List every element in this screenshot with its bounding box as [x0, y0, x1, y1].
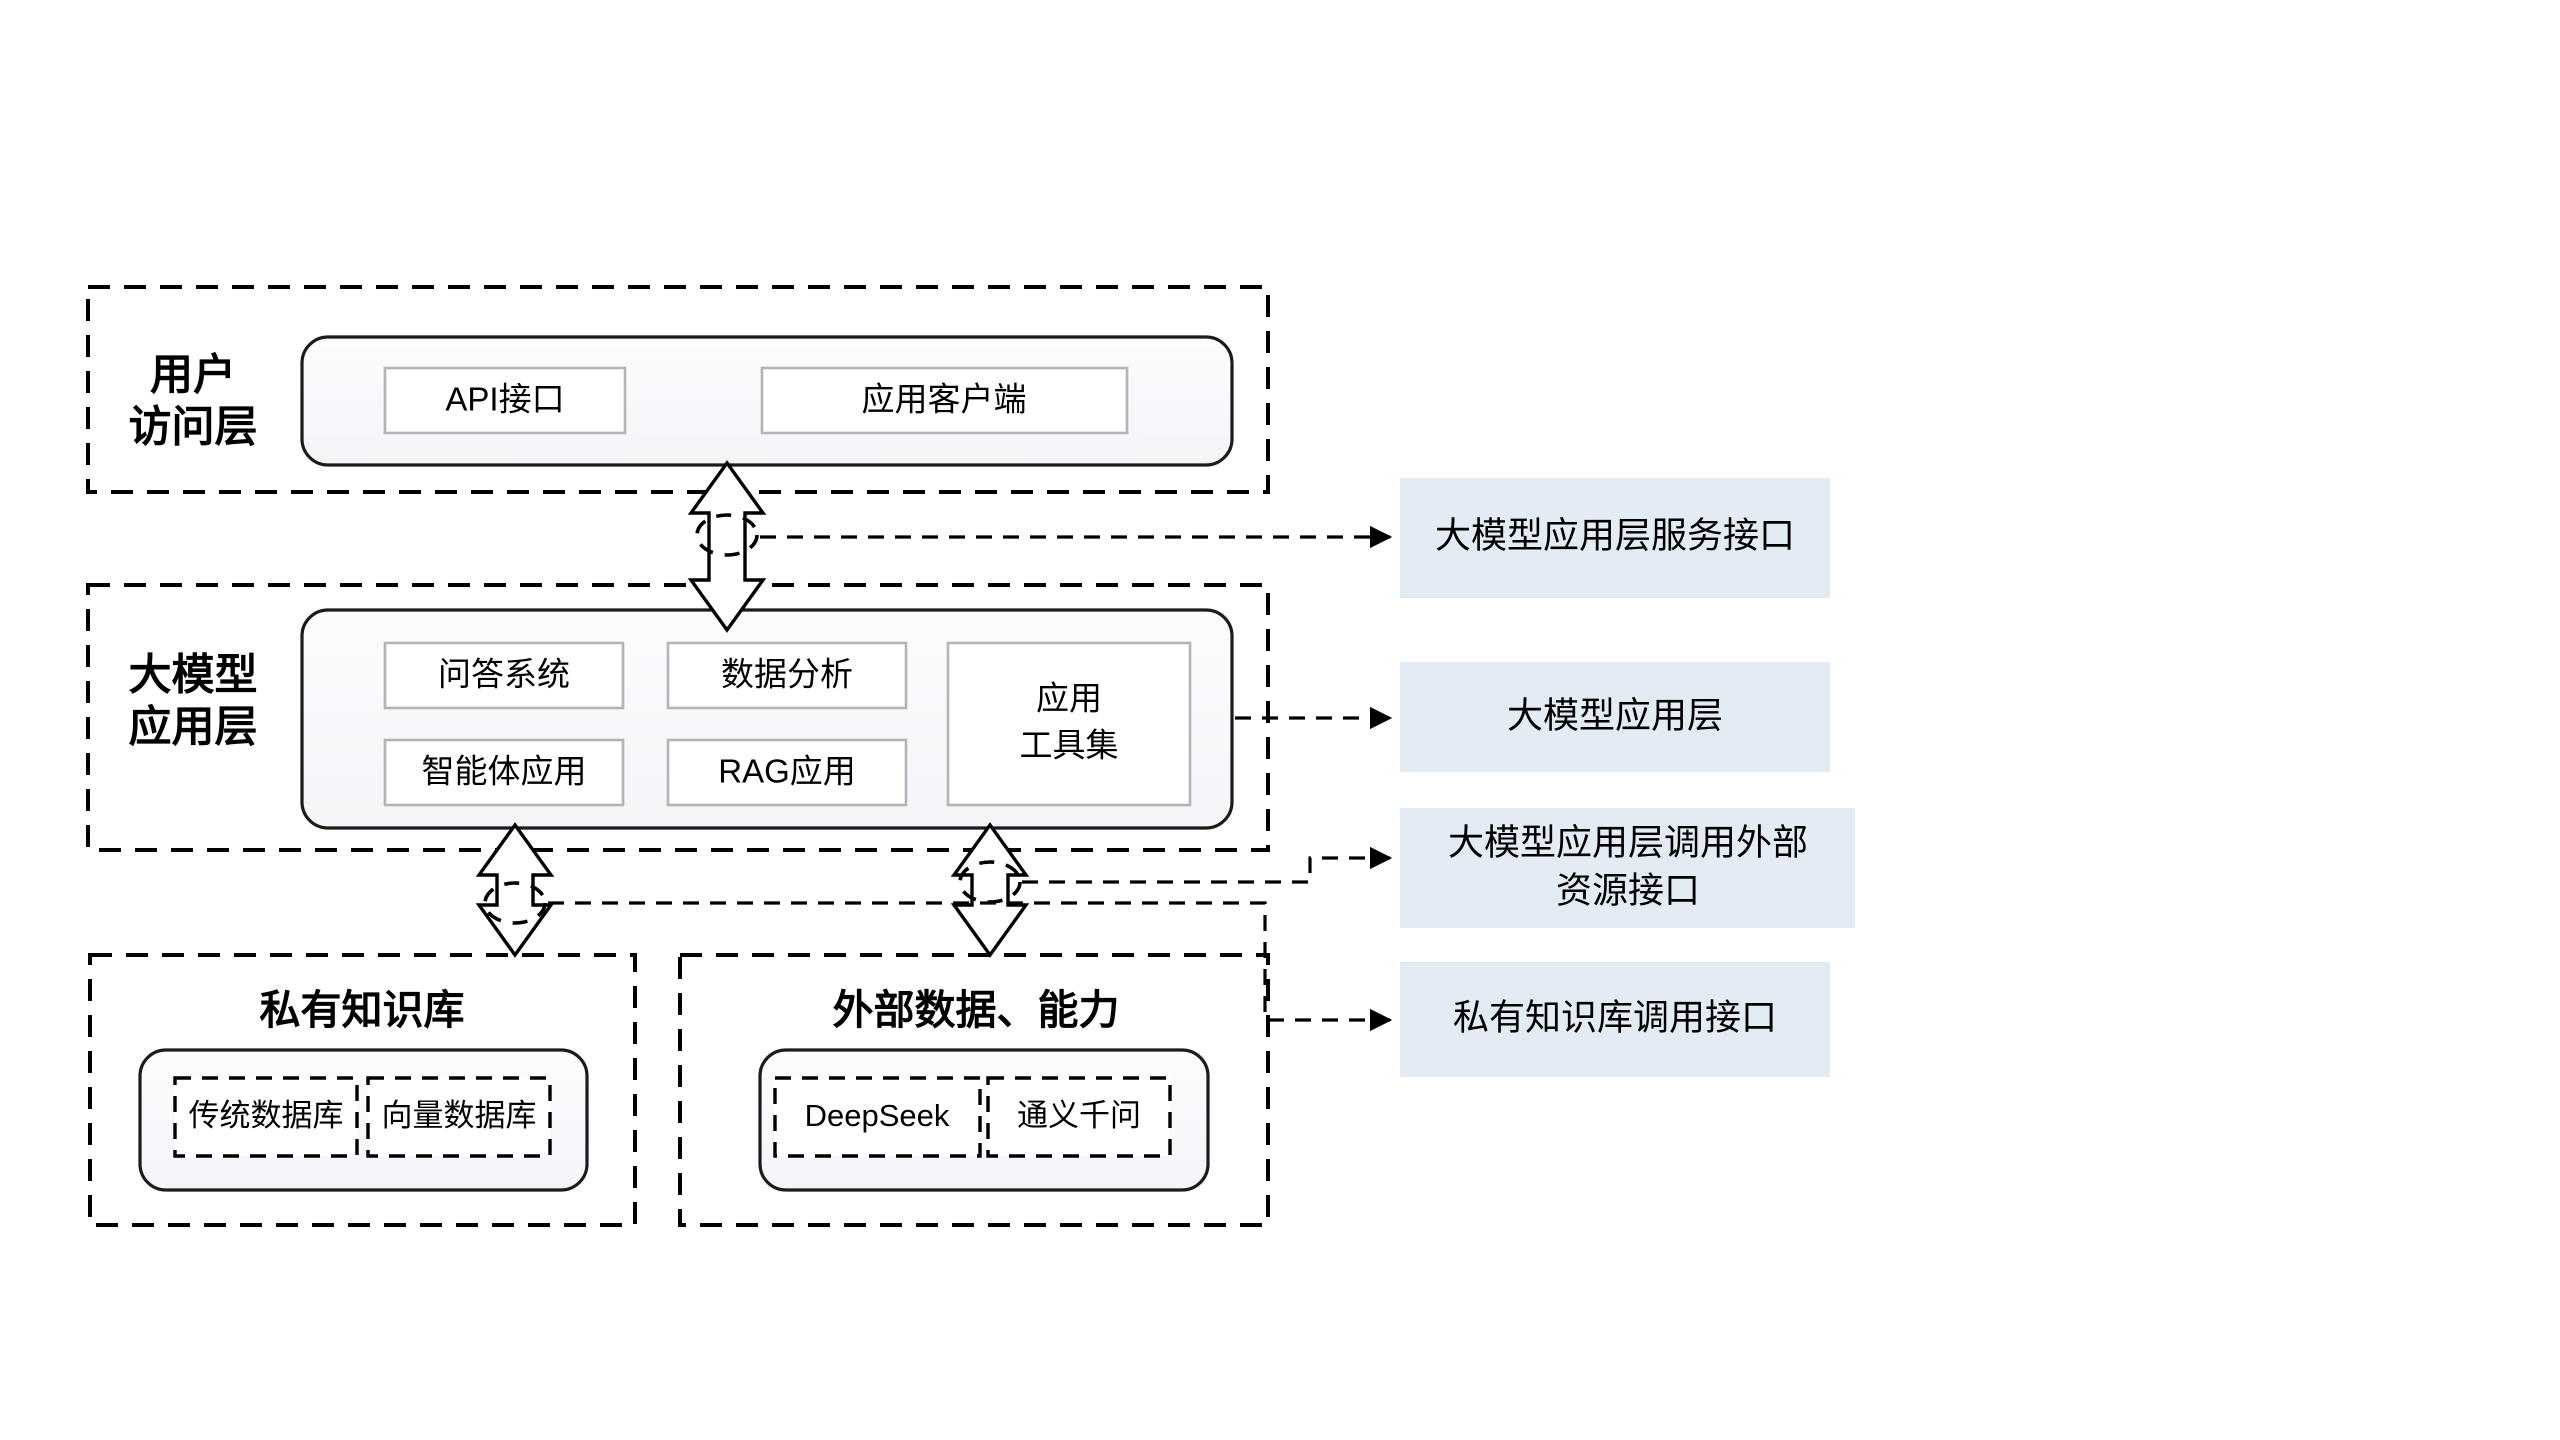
box-deepseek-label: DeepSeek — [805, 1098, 950, 1133]
double-headed-arrow-vertical-1 — [687, 460, 767, 633]
layer-user-access-border — [86, 285, 1270, 494]
callout-label-llm-app-layer-bg — [1400, 662, 1830, 772]
box-rag-application-label: RAG应用 — [718, 753, 856, 790]
box-qa-system[interactable] — [383, 641, 625, 710]
box-app-toolset-label-line2: 工具集 — [1020, 727, 1119, 764]
group-private-knowledge-base: 私有知识库 传统数据库 向量数据库 — [88, 953, 637, 1227]
layer-llm-application: 大模型 应用层 问答系统 数据分析 智能体应用 RAG应用 应用 工具集 — [86, 583, 1270, 852]
callout-label-external-resource-interface-line2: 资源接口 — [1556, 870, 1700, 911]
callout-label-external-resource-interface-line1: 大模型应用层调用外部 — [1448, 822, 1808, 863]
callout-label-external-resource-interface[interactable]: 大模型应用层调用外部 资源接口 — [1400, 808, 1855, 928]
group-private-knowledge-base-title: 私有知识库 — [260, 987, 465, 1033]
callout-label-llm-app-layer-text: 大模型应用层 — [1507, 695, 1723, 736]
group-external-data-capability: 外部数据、能力 DeepSeek 通义千问 — [678, 953, 1270, 1227]
connector-llm-app-to-external-data — [950, 822, 1030, 958]
box-data-analysis-label: 数据分析 — [721, 656, 853, 693]
box-qa-system-label: 问答系统 — [438, 656, 570, 693]
box-tongyi-qianwen-label: 通义千问 — [1017, 1098, 1141, 1133]
box-rag-application[interactable] — [666, 738, 908, 807]
group-external-data-capability-title: 外部数据、能力 — [833, 987, 1120, 1033]
connector-user-access-to-llm-app — [687, 460, 767, 633]
callout-line-external-resource-interface — [1022, 846, 1393, 884]
layer-user-access: 用户 访问层 API接口 应用客户端 — [86, 285, 1270, 494]
double-headed-arrow-vertical-2 — [475, 822, 555, 958]
connector-llm-app-to-private-kb — [475, 822, 555, 958]
callout-label-private-kb-interface-bg — [1400, 962, 1830, 1077]
callout-label-service-interface-text: 大模型应用层服务接口 — [1435, 515, 1795, 556]
box-data-analysis[interactable] — [666, 641, 908, 710]
box-agent-application[interactable] — [383, 738, 625, 807]
double-headed-arrow-vertical-3 — [950, 822, 1030, 958]
callout-line-private-kb-interface — [548, 901, 1393, 1032]
box-app-client[interactable] — [760, 366, 1129, 435]
callout-label-external-resource-interface-bg — [1400, 808, 1855, 928]
box-api-interface-label: API接口 — [445, 381, 564, 418]
layer-user-access-title-line1: 用户 — [150, 351, 236, 399]
box-traditional-database-label: 传统数据库 — [189, 1098, 344, 1133]
layer-llm-application-title-line1: 大模型 — [129, 651, 258, 699]
group-private-knowledge-base-border — [88, 953, 637, 1227]
callout-label-llm-app-layer[interactable]: 大模型应用层 — [1400, 662, 1830, 772]
group-external-data-capability-border — [678, 953, 1270, 1227]
box-agent-application-label: 智能体应用 — [422, 753, 587, 790]
box-app-client-label: 应用客户端 — [862, 381, 1027, 418]
box-api-interface[interactable] — [383, 366, 627, 435]
box-app-toolset[interactable] — [946, 641, 1192, 807]
callout-label-private-kb-interface[interactable]: 私有知识库调用接口 — [1400, 962, 1830, 1077]
box-vector-database-label: 向量数据库 — [382, 1098, 537, 1133]
box-tongyi-qianwen[interactable] — [986, 1076, 1172, 1158]
box-app-toolset-label-line1: 应用 — [1036, 680, 1102, 717]
layer-user-access-title-line2: 访问层 — [129, 403, 258, 451]
box-traditional-database[interactable] — [173, 1076, 359, 1158]
layer-llm-application-title-line2: 应用层 — [129, 703, 258, 751]
callout-label-service-interface-bg — [1400, 478, 1830, 598]
connector-junction-marker-2 — [483, 881, 547, 925]
box-vector-database[interactable] — [366, 1076, 552, 1158]
connector-junction-marker-1 — [695, 513, 759, 557]
box-deepseek[interactable] — [773, 1076, 982, 1158]
callout-label-service-interface[interactable]: 大模型应用层服务接口 — [1400, 478, 1830, 598]
callout-label-private-kb-interface-text: 私有知识库调用接口 — [1453, 997, 1777, 1038]
